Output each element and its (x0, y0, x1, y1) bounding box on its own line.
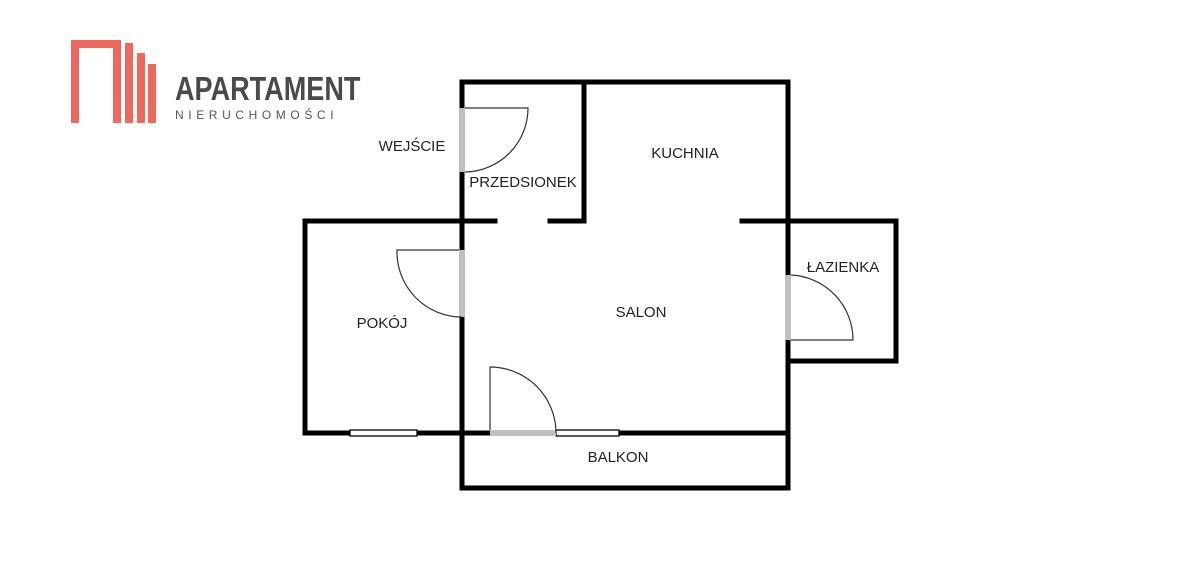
label-room: POKÓJ (357, 315, 408, 332)
pokoj-door (396, 249, 463, 318)
label-entrance: WEJŚCIE (379, 137, 446, 155)
window-pokoj (349, 429, 418, 437)
label-hall: PRZEDSIONEK (469, 174, 577, 191)
window-salon (555, 429, 620, 437)
logo-name: APARTAMENT (175, 70, 361, 107)
logo-subtitle: NIERUCHOMOŚCI (175, 108, 339, 122)
bathroom-door (790, 274, 854, 341)
walls (302, 79, 899, 491)
label-living: SALON (616, 304, 667, 321)
label-kitchen: KUCHNIA (651, 145, 719, 162)
door-openings (459, 108, 791, 436)
door-swings (396, 107, 854, 434)
balcony-door (489, 366, 557, 434)
entrance-door (464, 107, 529, 173)
label-balcony: BALKON (588, 449, 649, 466)
logo: APARTAMENT NIERUCHOMOŚCI (175, 70, 401, 123)
logo-mark (71, 40, 156, 123)
label-bathroom: ŁAZIENKA (807, 259, 880, 276)
